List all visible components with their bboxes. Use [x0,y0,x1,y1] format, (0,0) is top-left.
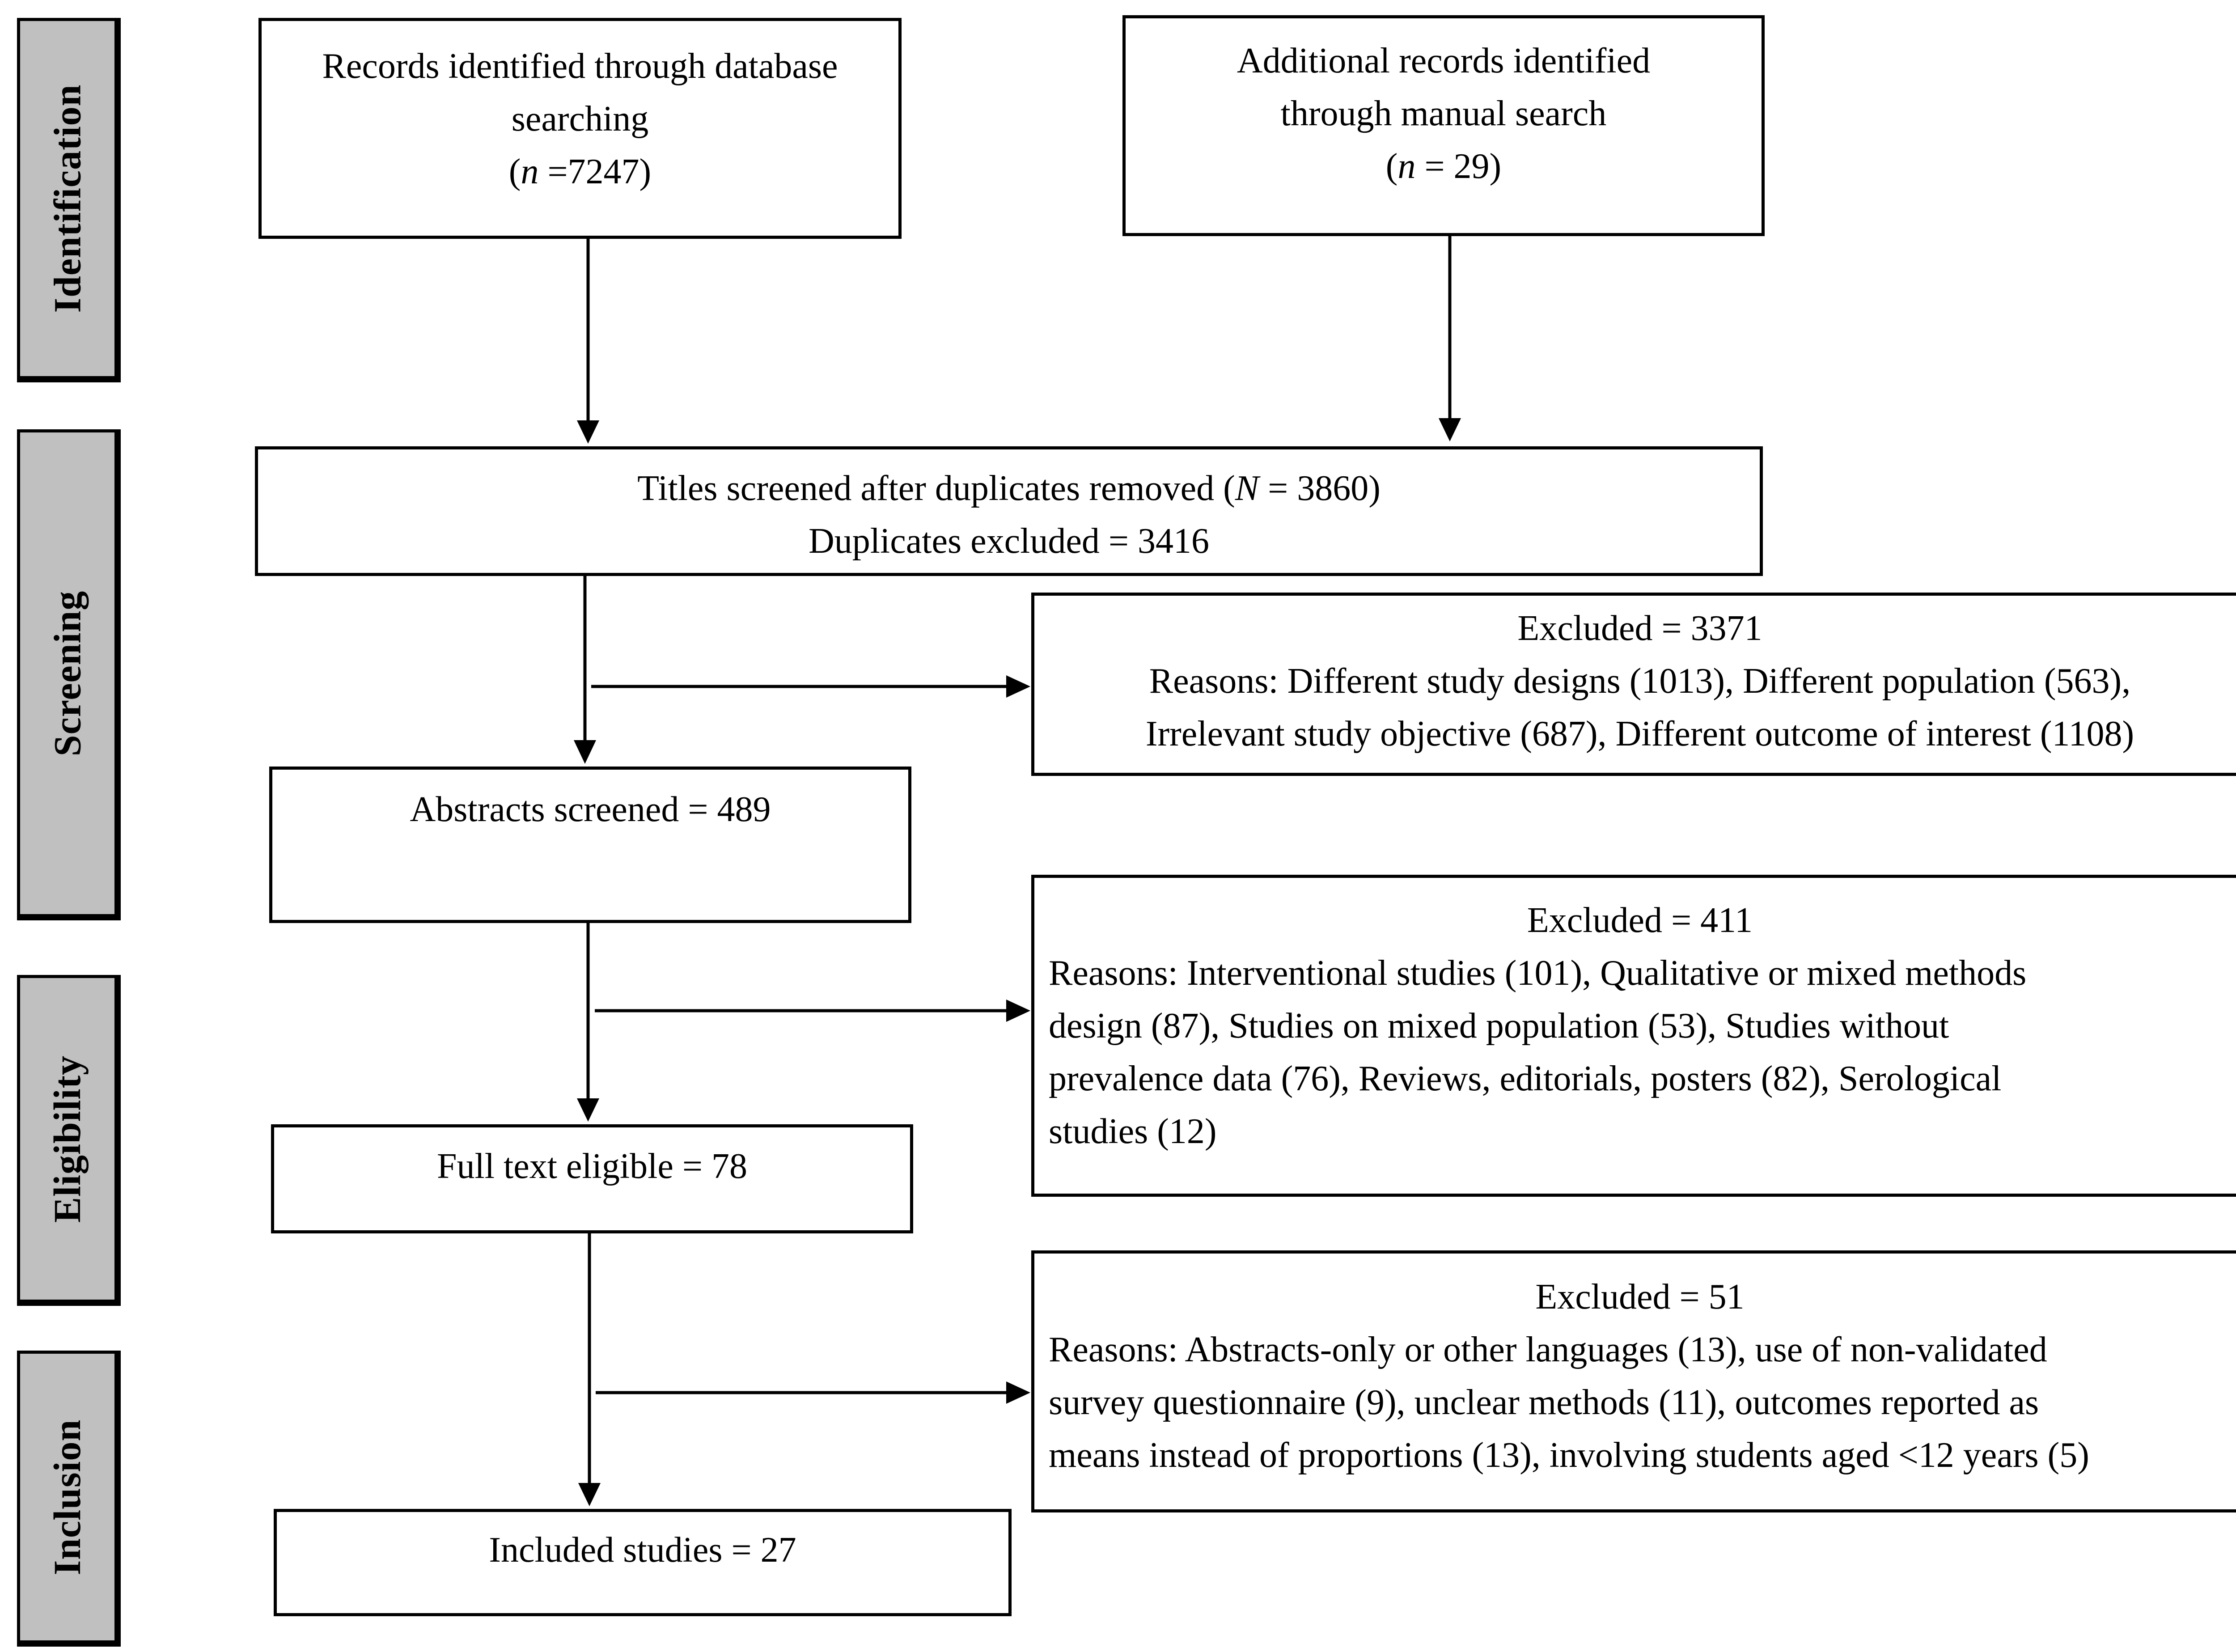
titles-screened-text: Titles screened after duplicates removed… [637,469,1235,508]
manual-records-box: Additional records identified through ma… [1122,15,1765,236]
arrowhead-excluded-fulltext [1006,1381,1030,1404]
arrowhead-fulltext [578,1483,601,1506]
database-n-value: =7247) [538,152,652,191]
database-records-line2: searching [511,99,649,139]
full-text-eligible-box: Full text eligible = 78 [271,1124,913,1233]
titles-screened-line: Titles screened after duplicates removed… [258,462,1760,515]
database-records-box: Records identified through database sear… [258,18,902,239]
arrowhead-manual [1439,418,1461,441]
database-records-line1: Records identified through database [322,47,838,86]
arrowhead-excluded-titles [1006,675,1030,698]
full-text-eligible-label: Full text eligible = 78 [437,1147,747,1186]
titles-N-value: = 3860) [1259,469,1381,508]
excluded-abstracts-reasons-1: Reasons: Interventional studies (101), Q… [1049,953,2027,993]
included-studies-box: Included studies = 27 [274,1509,1012,1616]
phase-inclusion: Inclusion [17,1351,121,1647]
phase-eligibility: Eligibility [17,975,121,1306]
excluded-abstracts-count: Excluded = 411 [1527,901,1753,940]
excluded-fulltext-reasons-1: Reasons: Abstracts-only or other languag… [1049,1330,2047,1369]
database-records-count: (n =7247) [508,152,652,191]
abstracts-screened-label: Abstracts screened = 489 [410,790,771,829]
titles-screened-box: Titles screened after duplicates removed… [255,446,1763,576]
duplicates-excluded-line: Duplicates excluded = 3416 [809,521,1209,561]
titles-N-var: N [1235,469,1259,508]
manual-records-count: (n = 29) [1385,147,1502,186]
excluded-fulltext-reasons-2: survey questionnaire (9), unclear method… [1049,1383,2039,1422]
manual-n-value: = 29) [1415,147,1502,186]
excluded-titles-reasons-2: Irrelevant study objective (687), Differ… [1145,714,2134,754]
phase-identification: Identification [17,18,121,382]
arrowhead-database [577,420,599,444]
manual-n-var: n [1398,147,1416,186]
excluded-fulltext-box: Excluded = 51 Reasons: Abstracts-only or… [1031,1250,2236,1512]
arrowhead-abstracts [577,1098,599,1122]
excluded-fulltext-reasons-3: means instead of proportions (13), invol… [1049,1436,2089,1475]
arrowhead-excluded-abstracts [1006,1000,1030,1022]
arrowhead-titles [574,740,596,764]
excluded-titles-count: Excluded = 3371 [1517,609,1762,648]
manual-records-line1: Additional records identified [1237,41,1651,80]
excluded-titles-box: Excluded = 3371 Reasons: Different study… [1031,593,2236,776]
manual-records-line2: through manual search [1280,94,1607,133]
excluded-abstracts-reasons-2: design (87), Studies on mixed population… [1049,1006,1949,1046]
phase-screening: Screening [17,429,121,920]
excluded-abstracts-reasons-4: studies (12) [1049,1112,1217,1151]
excluded-abstracts-reasons-3: prevalence data (76), Reviews, editorial… [1049,1059,2002,1098]
abstracts-screened-box: Abstracts screened = 489 [269,767,911,923]
database-n-var: n [521,152,539,191]
excluded-titles-reasons-1: Reasons: Different study designs (1013),… [1149,661,2131,701]
excluded-abstracts-box: Excluded = 411 Reasons: Interventional s… [1031,875,2236,1197]
excluded-fulltext-count: Excluded = 51 [1535,1277,1745,1317]
included-studies-label: Included studies = 27 [489,1530,796,1570]
